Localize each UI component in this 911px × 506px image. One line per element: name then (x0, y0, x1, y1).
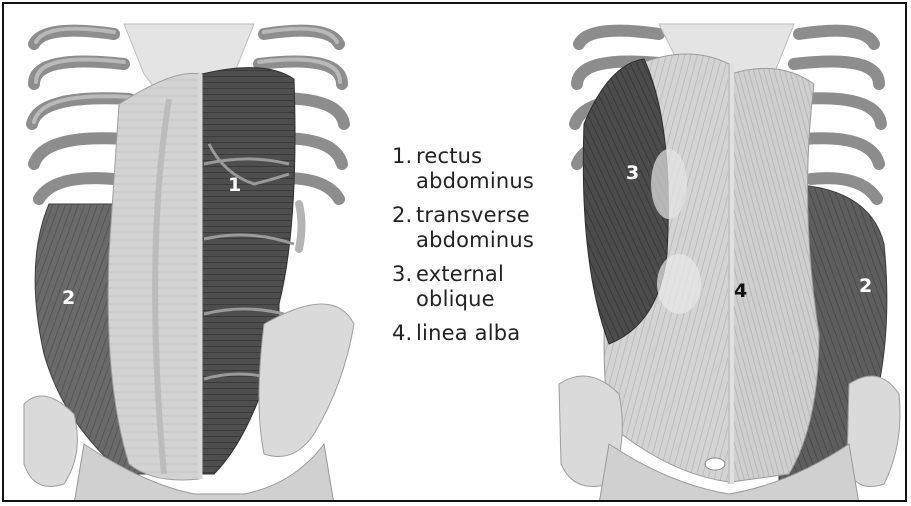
legend-text: linea alba (416, 321, 552, 346)
legend-item-rectus-abdominus: 1. rectus abdominus (392, 144, 552, 194)
legend-line: abdominus (416, 169, 552, 194)
legend-line: abdominus (416, 228, 552, 253)
muscle-legend: 1. rectus abdominus 2. transverse abdomi… (392, 144, 552, 355)
legend-line: oblique (416, 287, 552, 312)
left-anatomy-figure: 1 2 (4, 4, 369, 502)
legend-text: transverse abdominus (416, 203, 552, 253)
label-rectus-abdominus-left: 1 (228, 174, 241, 196)
label-linea-alba-right: 4 (734, 280, 747, 302)
legend-number: 1. (392, 144, 416, 194)
legend-number: 3. (392, 262, 416, 312)
label-transverse-abdominus-right: 2 (859, 275, 872, 297)
label-transverse-abdominus-left: 2 (62, 287, 75, 309)
label-external-oblique-right: 3 (626, 162, 639, 184)
right-anatomy-illustration (549, 4, 907, 502)
legend-item-transverse-abdominus: 2. transverse abdominus (392, 203, 552, 253)
legend-number: 2. (392, 203, 416, 253)
legend-text: external oblique (416, 262, 552, 312)
left-anatomy-illustration (4, 4, 369, 502)
legend-text: rectus abdominus (416, 144, 552, 194)
legend-number: 4. (392, 321, 416, 346)
right-anatomy-figure: 3 4 2 (549, 4, 907, 502)
legend-line: external (416, 262, 552, 287)
legend-item-linea-alba: 4. linea alba (392, 321, 552, 346)
legend-line: linea alba (416, 321, 552, 346)
legend-line: rectus (416, 144, 552, 169)
legend-item-external-oblique: 3. external oblique (392, 262, 552, 312)
legend-line: transverse (416, 203, 552, 228)
